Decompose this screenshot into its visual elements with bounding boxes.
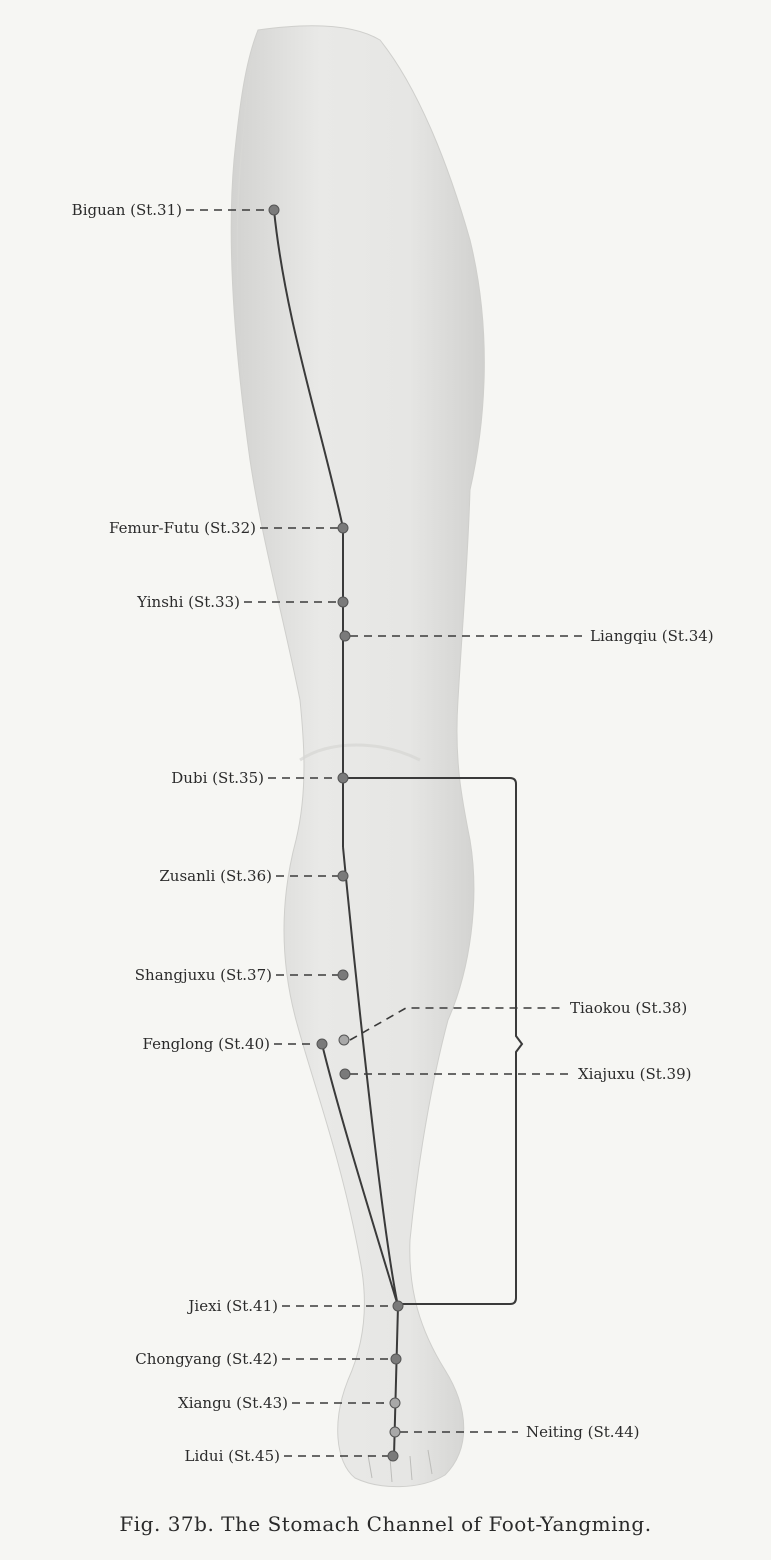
- label-dubi: Dubi (St.35): [171, 769, 264, 787]
- point-chongyang: [391, 1354, 401, 1364]
- leg-silhouette: [231, 26, 484, 1487]
- label-jiexi: Jiexi (St.41): [186, 1297, 278, 1315]
- label-yinshi: Yinshi (St.33): [136, 593, 240, 611]
- point-xiangu: [390, 1398, 400, 1408]
- point-dubi: [338, 773, 348, 783]
- point-zusanli: [338, 871, 348, 881]
- label-chongyang: Chongyang (St.42): [135, 1350, 278, 1368]
- label-shangjuxu: Shangjuxu (St.37): [135, 966, 272, 984]
- point-femur-futu: [338, 523, 348, 533]
- figure-caption: Fig. 37b. The Stomach Channel of Foot-Ya…: [0, 1512, 771, 1536]
- label-fenglong: Fenglong (St.40): [143, 1035, 270, 1053]
- label-xiangu: Xiangu (St.43): [178, 1394, 288, 1412]
- point-biguan: [269, 205, 279, 215]
- label-lidui: Lidui (St.45): [185, 1447, 280, 1465]
- label-xiajuxu: Xiajuxu (St.39): [578, 1065, 691, 1083]
- point-jiexi: [393, 1301, 403, 1311]
- point-tiaokou: [339, 1035, 349, 1045]
- point-liangqiu: [340, 631, 350, 641]
- point-shangjuxu: [338, 970, 348, 980]
- label-femur-futu: Femur-Futu (St.32): [109, 519, 256, 537]
- point-fenglong: [317, 1039, 327, 1049]
- point-yinshi: [338, 597, 348, 607]
- point-lidui: [388, 1451, 398, 1461]
- label-neiting: Neiting (St.44): [526, 1423, 640, 1441]
- label-tiaokou: Tiaokou (St.38): [570, 999, 687, 1017]
- label-liangqiu: Liangqiu (St.34): [590, 627, 714, 645]
- label-zusanli: Zusanli (St.36): [159, 867, 272, 885]
- point-neiting: [390, 1427, 400, 1437]
- label-biguan: Biguan (St.31): [72, 201, 182, 219]
- point-xiajuxu: [340, 1069, 350, 1079]
